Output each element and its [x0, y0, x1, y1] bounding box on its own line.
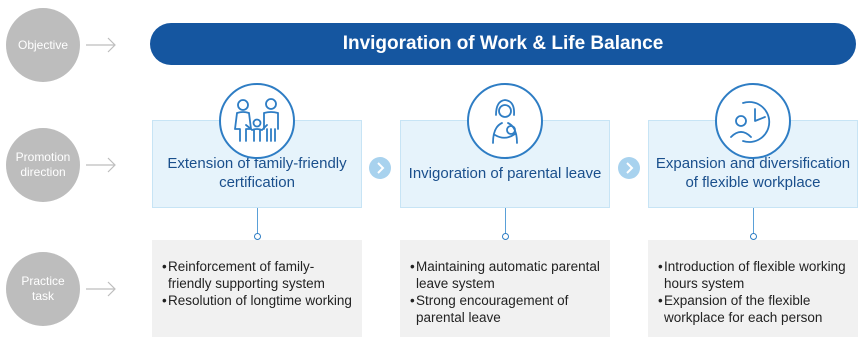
direction-box-3: Expansion and diversification of flexibl…	[648, 120, 858, 208]
arrow-right-icon	[86, 157, 116, 173]
objective-label: Objective	[6, 8, 80, 82]
task-text: Expansion of the flexible workplace for …	[664, 293, 823, 325]
chevron-right-icon	[369, 157, 391, 179]
task-box-2: •Maintaining automatic parental leave sy…	[400, 240, 610, 337]
objective-label-text: Objective	[17, 37, 69, 52]
practice-label-line1: Practice	[21, 274, 65, 288]
direction-title-3: Expansion and diversification of flexibl…	[655, 155, 851, 191]
task-item: •Strong encouragement of parental leave	[410, 292, 602, 326]
chevron-right-icon	[618, 157, 640, 179]
connector-dot-2	[502, 233, 509, 240]
task-box-3: •Introduction of flexible working hours …	[648, 240, 858, 337]
task-box-1: •Reinforcement of family-friendly suppor…	[152, 240, 362, 337]
direction-title-1: Extension of family-friendly certificati…	[167, 155, 347, 191]
promotion-label-line1: Promotion	[15, 150, 71, 164]
connector-line-1	[257, 208, 258, 236]
task-item: •Expansion of the flexible workplace for…	[658, 292, 850, 326]
arrow-right-icon	[86, 37, 116, 53]
connector-line-2	[505, 208, 506, 236]
connector-line-3	[753, 208, 754, 236]
connector-dot-1	[254, 233, 261, 240]
direction-title-2: Invigoration of parental leave	[408, 164, 602, 182]
connector-dot-3	[750, 233, 757, 240]
objective-title: Invigoration of Work & Life Balance	[342, 33, 664, 54]
mother-baby-icon	[467, 83, 543, 159]
task-text: Resolution of longtime working	[168, 293, 352, 308]
task-item: •Reinforcement of family-friendly suppor…	[162, 258, 354, 292]
practice-task-label: Practice task	[6, 252, 80, 326]
task-text: Maintaining automatic parental leave sys…	[416, 259, 600, 291]
family-icon	[219, 83, 295, 159]
task-item: •Introduction of flexible working hours …	[658, 258, 850, 292]
worker-clock-icon	[715, 83, 791, 159]
task-item: •Maintaining automatic parental leave sy…	[410, 258, 602, 292]
task-text: Introduction of flexible working hours s…	[664, 259, 846, 291]
objective-banner: Invigoration of Work & Life Balance	[150, 23, 856, 65]
task-item: •Resolution of longtime working	[162, 293, 352, 308]
practice-label-line2: task	[31, 289, 54, 303]
task-text: Strong encouragement of parental leave	[416, 293, 569, 325]
task-text: Reinforcement of family-friendly support…	[168, 259, 325, 291]
arrow-right-icon	[86, 281, 116, 297]
promotion-label-line2: direction	[20, 165, 66, 179]
promotion-direction-label: Promotion direction	[6, 128, 80, 202]
